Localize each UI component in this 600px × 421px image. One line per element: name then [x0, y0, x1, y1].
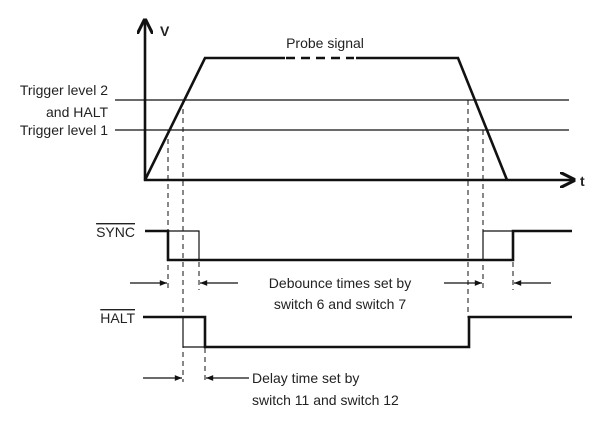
trigger-level-2-label-cont: and HALT — [46, 104, 108, 120]
halt-waveform — [143, 315, 572, 349]
trigger-level-1-label: Trigger level 1 — [20, 122, 108, 138]
halt-delay-box — [182, 317, 205, 348]
probe-signal-rise — [143, 56, 285, 181]
sync-label: SYNC — [96, 224, 135, 240]
debounce-label-cont: switch 6 and switch 7 — [274, 296, 406, 312]
t-axis-label: t — [580, 173, 585, 189]
trigger-level-2-label: Trigger level 2 — [20, 82, 108, 98]
halt-label: HALT — [100, 310, 135, 326]
delay-label: Delay time set by — [252, 370, 359, 386]
probe-signal-label: Probe signal — [286, 35, 364, 51]
debounce-label: Debounce times set by — [269, 275, 411, 291]
delay-label-cont: switch 11 and switch 12 — [252, 392, 399, 408]
probe-signal-fall — [356, 56, 509, 181]
sync-waveform — [145, 229, 572, 262]
sync-debounce-box-right — [482, 230, 513, 260]
sync-debounce-box-left — [168, 230, 200, 260]
v-axis-label: V — [160, 23, 170, 39]
